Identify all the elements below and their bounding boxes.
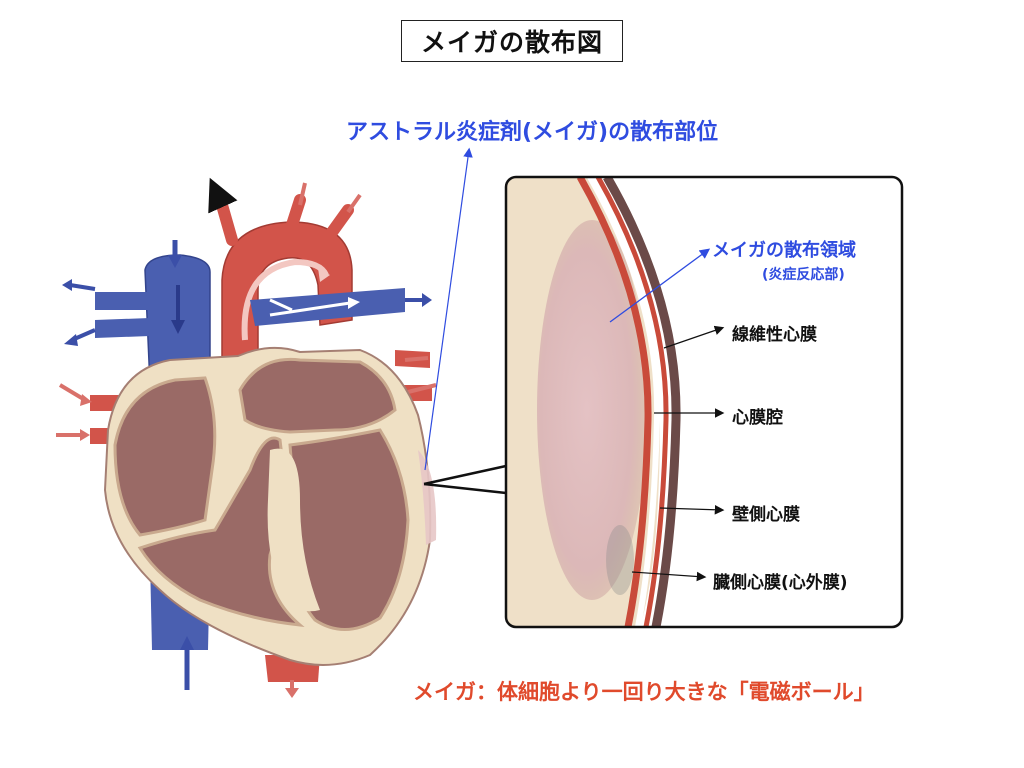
zoom-box-frame bbox=[504, 175, 904, 629]
subtitle-pointer bbox=[424, 147, 473, 471]
footer-caption: メイガ：体細胞より一回り大きな「電磁ボール」 bbox=[413, 680, 875, 704]
aortic-branch bbox=[324, 204, 354, 241]
aorta bbox=[221, 221, 353, 381]
aortic-arrow bbox=[346, 193, 362, 214]
aortic-branch bbox=[216, 199, 238, 246]
pulmonary-vein-left bbox=[95, 318, 150, 338]
pulmonary-vein-left bbox=[95, 292, 150, 310]
fibrous-pericardium-layer bbox=[603, 177, 681, 627]
zoom-box bbox=[506, 177, 902, 627]
page-title: メイガの散布図 bbox=[401, 20, 623, 62]
left-atrium bbox=[238, 357, 397, 434]
aortic-arrow bbox=[208, 177, 238, 214]
fibrous-pericardium-label: 線維性心膜 bbox=[732, 325, 817, 345]
parietal-pericardium-label: 壁側心膜 bbox=[732, 505, 800, 525]
heart-illustration bbox=[56, 177, 437, 698]
spread-region-note: (炎症反応部) bbox=[762, 267, 845, 283]
zoom-connector bbox=[423, 482, 507, 495]
pericardial-cavity-layer bbox=[587, 177, 661, 627]
visceral-pericardium-layer bbox=[576, 177, 652, 627]
spread-region-label: メイガの散布領域 bbox=[712, 240, 856, 261]
right-ventricle bbox=[137, 436, 305, 627]
right-atrium bbox=[113, 376, 217, 537]
aortic-arrow bbox=[298, 182, 307, 206]
diagram-subtitle: アストラル炎症剤(メイガ)の散布部位 bbox=[346, 120, 719, 145]
septum bbox=[267, 448, 320, 612]
zoom-connector bbox=[423, 464, 507, 486]
parietal-pericardium-layer bbox=[595, 177, 669, 627]
visceral-pericardium-label: 臓側心膜(心外膜) bbox=[713, 573, 848, 593]
spread-patch bbox=[418, 450, 437, 545]
pericardial-cavity-label: 心膜腔 bbox=[732, 408, 783, 428]
